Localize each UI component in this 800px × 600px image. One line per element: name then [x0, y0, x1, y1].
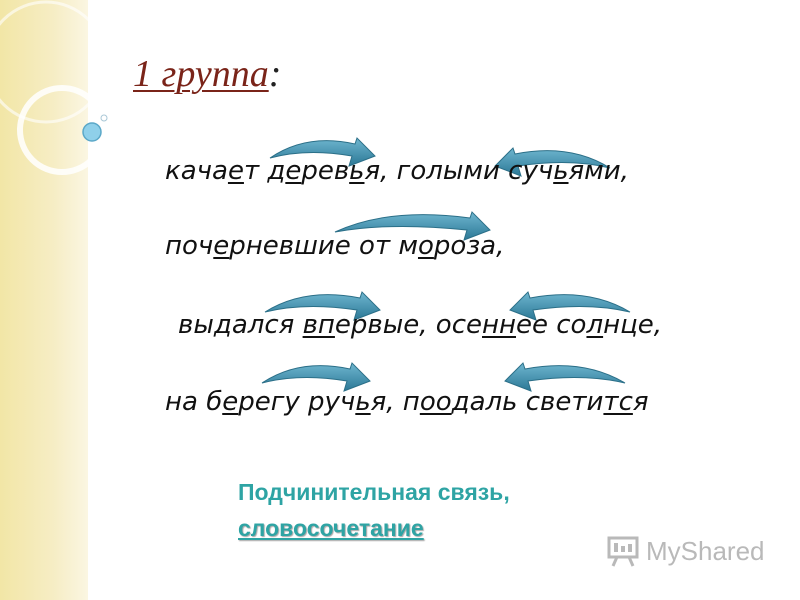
- curved-arrow-left-icon: [504, 362, 626, 392]
- phrase-text: т д: [243, 156, 286, 186]
- curved-arrow-right-icon: [334, 211, 491, 241]
- phrase-text: выдался: [178, 310, 303, 340]
- phrase-text: ями,: [568, 156, 629, 186]
- curved-arrow-right-icon: [264, 291, 381, 321]
- phrase-text: рневшие от м: [229, 231, 418, 261]
- phrase-text: на б: [165, 387, 223, 417]
- underlined-letter: л: [586, 310, 604, 340]
- underlined-letter: тс: [603, 387, 633, 417]
- underlined-letter: вп: [302, 310, 335, 340]
- underlined-letter: ь: [355, 387, 371, 417]
- phrase-line-1: качает деревья, голыми сучьями,: [165, 156, 629, 186]
- phrase-text: я, голыми суч: [364, 156, 554, 186]
- phrase-text: даль свети: [451, 387, 604, 417]
- watermark-text: MyShared: [646, 535, 765, 566]
- curved-arrow-right-icon: [261, 362, 371, 392]
- page-title: 1 группа:: [133, 52, 281, 96]
- phrase-text: я: [632, 387, 649, 417]
- decorative-circles: [0, 0, 108, 175]
- watermark: MyShared: [606, 534, 765, 568]
- underlined-letter: ь: [553, 156, 569, 186]
- decorative-sidebar: [0, 0, 108, 600]
- phrase-text: ее со: [516, 310, 587, 340]
- underlined-letter: ь: [349, 156, 365, 186]
- phrase-line-3: выдался впервые, осеннее солнце,: [178, 310, 662, 340]
- phrase-text: ервые, осе: [334, 310, 482, 340]
- phrase-line-4: на берегу ручья, поодаль светится: [165, 387, 649, 417]
- phrase-text: нце,: [603, 310, 663, 340]
- note-line-2: словосочетание: [238, 515, 424, 541]
- underlined-letter: е: [227, 156, 244, 186]
- phrase-text: регу руч: [238, 387, 356, 417]
- phrase-text: поч: [165, 231, 214, 261]
- title-text: 1 группа: [133, 53, 269, 95]
- note-line-1: Подчинительная связь,: [238, 479, 510, 505]
- phrase-text: роза,: [433, 231, 505, 261]
- curved-arrow-right-icon: [269, 137, 376, 167]
- title-colon: :: [268, 53, 282, 95]
- phrase-text: рев: [301, 156, 350, 186]
- phrase-text: я, п: [370, 387, 420, 417]
- underlined-letter: е: [285, 156, 302, 186]
- underlined-letter: е: [222, 387, 239, 417]
- conclusion-note: Подчинительная связь, словосочетание: [238, 474, 510, 546]
- curved-arrow-left-icon: [494, 147, 611, 177]
- presentation-board-icon: [607, 536, 639, 567]
- underlined-letter: е: [213, 231, 230, 261]
- phrase-text: кача: [165, 156, 228, 186]
- curved-arrow-left-icon: [509, 291, 631, 321]
- underlined-letter: нн: [482, 310, 516, 340]
- underlined-letter: оо: [419, 387, 452, 417]
- underlined-letter: о: [417, 231, 434, 261]
- phrase-line-2: почерневшие от мороза,: [165, 231, 504, 261]
